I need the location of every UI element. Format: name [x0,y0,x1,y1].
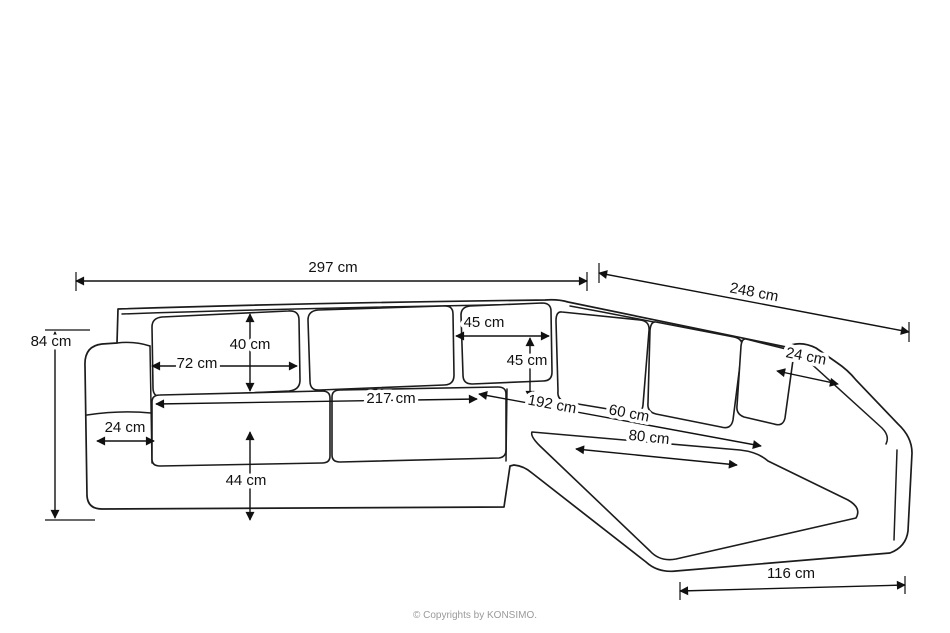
dimension-annotations: 297 cm 248 cm 84 cm 40 cm 72 cm [27,255,910,600]
dim-116-line [679,580,906,596]
dim-label-116: 116 cm [767,565,815,582]
dim-248-line [598,270,910,335]
dimension-45-vertical: 45 cm [503,337,551,400]
corner-back-cushion-2 [647,321,744,429]
dimension-72: 72 cm [151,351,298,375]
seat-cushion-2 [331,386,507,463]
chaise-right-side-seam [893,449,898,541]
dimension-217: 217 cm [155,386,478,410]
right-armrest-inner-edge [789,354,889,445]
dimension-24-left: 24 cm [96,415,155,446]
dim-label-45-v: 45 cm [507,352,548,369]
back-cushion-2 [307,305,455,391]
dim-label-44: 44 cm [226,472,267,489]
dim-label-248: 248 cm [728,280,780,306]
dim-label-297: 297 cm [308,259,357,276]
dim-217-line [155,394,478,409]
corner-back-cushion-3 [736,338,794,426]
dim-24-right-line [776,368,839,387]
dimension-45-horizontal: 45 cm [455,310,550,341]
corner-back-cushion-1 [555,311,650,415]
dim-label-217: 217 cm [366,390,415,407]
sofa-drawing [84,298,913,573]
dim-label-72: 72 cm [177,355,218,372]
dimension-84: 84 cm [27,329,95,521]
back-cushion-1 [151,310,301,398]
copyright-text: © Copyrights by KONSIMO. [413,610,537,621]
dimension-44: 44 cm [222,431,270,521]
left-armrest-mid-seam [86,411,152,416]
dimension-116: 116 cm [679,561,906,600]
dimension-40: 40 cm [226,313,274,392]
dimension-297: 297 cm [75,255,588,291]
dim-192-line [478,391,762,449]
left-armrest-top-seam [116,341,151,347]
dim-label-45-h: 45 cm [464,314,505,331]
dim-label-24-left: 24 cm [105,419,146,436]
dim-label-84: 84 cm [31,333,72,350]
dim-80-line [575,445,738,469]
seat-cushion-1 [151,390,331,467]
dim-label-40: 40 cm [230,336,271,353]
